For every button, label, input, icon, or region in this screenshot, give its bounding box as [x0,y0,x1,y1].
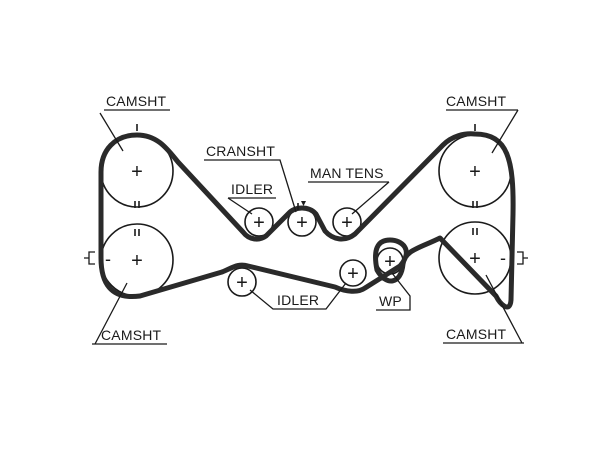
plus-sign: + [384,251,396,273]
label-manual-tensioner: MAN TENS [310,165,384,181]
leader-manual-tensioner [308,181,390,215]
label-camshaft-top-left: CAMSHT [106,93,167,109]
plus-sign: + [131,250,143,272]
label-idler-lower: IDLER [277,292,319,308]
label-water-pump: WP [379,293,402,309]
leader-idler-upper [227,197,276,215]
idler-lower-pulley [227,267,257,297]
leader-camshaft-bottom-left [92,282,167,345]
leader-camshaft-bottom-right [443,274,524,344]
leader-camshaft-top-left [99,109,170,152]
plus-sign: + [341,212,353,234]
label-camshaft-bottom-left: CAMSHT [101,327,162,343]
plus-sign: + [347,263,359,285]
idler-lower-right-pulley [339,259,367,287]
label-camshaft-bottom-right: CAMSHT [446,326,507,342]
plus-sign: + [253,212,265,234]
minus-sign: - [105,249,111,269]
plus-sign: + [469,248,481,270]
label-camshaft-top-right: CAMSHT [446,93,507,109]
crank-mark-triangle [301,201,306,206]
leader-crankshaft [204,159,297,213]
timing-belt [98,131,516,310]
right-reference-mark [517,251,528,265]
leader-idler-lower [249,282,347,310]
label-crankshaft: CRANSHT [206,143,275,159]
idler-upper-pulley [244,207,274,237]
leader-water-pump [376,272,411,311]
plus-sign: + [131,161,143,183]
left-reference-mark [84,251,95,265]
plus-sign: + [469,161,481,183]
plus-sign: + [236,272,248,294]
leader-camshaft-top-right [446,109,519,154]
label-idler-upper: IDLER [231,181,273,197]
minus-sign: - [500,248,506,268]
plus-sign: + [296,212,308,234]
